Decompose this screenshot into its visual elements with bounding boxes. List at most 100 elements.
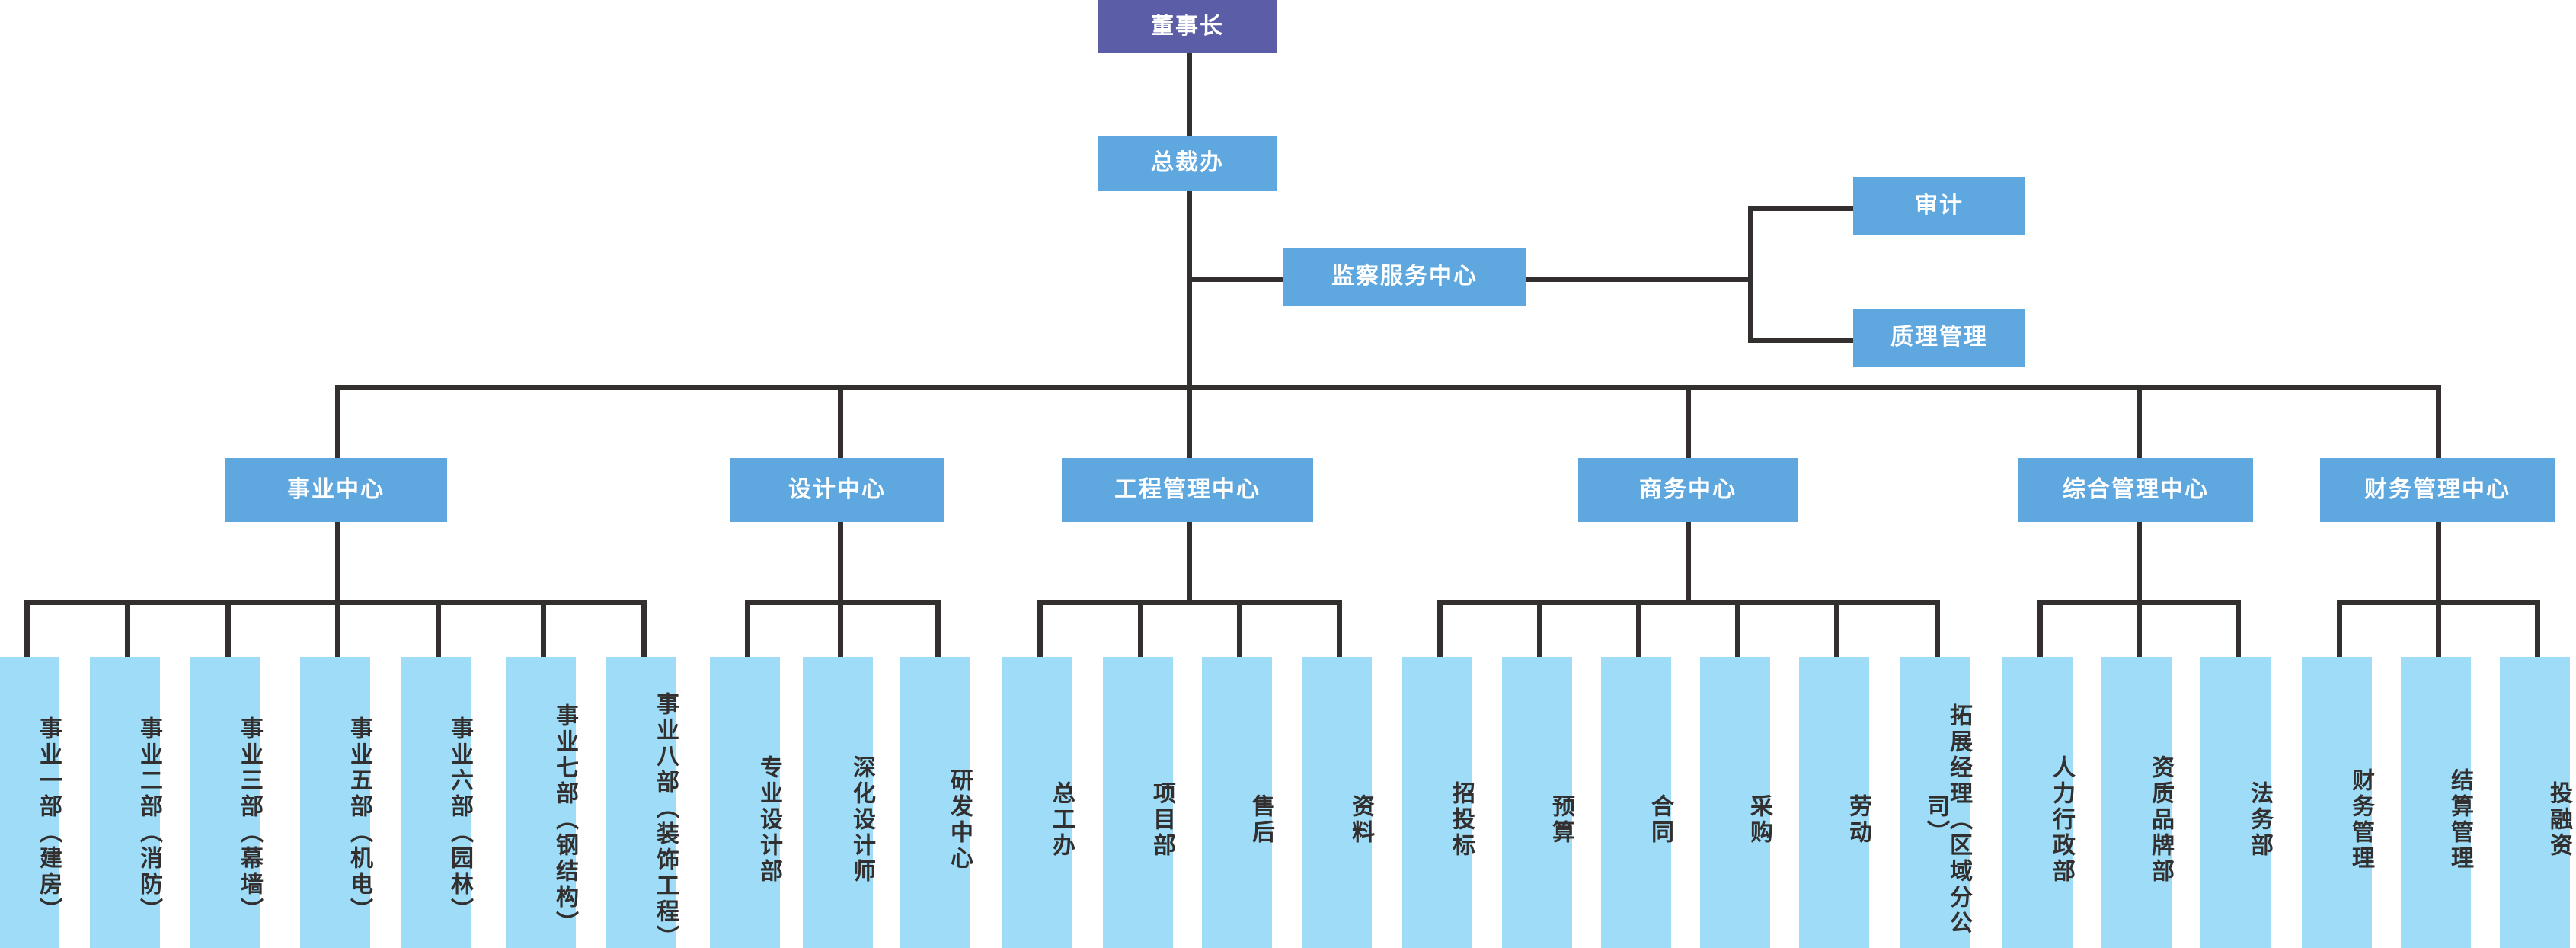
node-leaf-label: 劳动: [1846, 794, 1871, 846]
connector-drop-leaf-9: [935, 600, 941, 661]
node-leaf-label: 事业一部（建房）: [36, 716, 61, 924]
connector-drop-leaf-1: [125, 600, 130, 661]
connector-drop-center-0: [335, 385, 340, 460]
connector-drop-leaf-2: [225, 600, 231, 661]
node-center-business-label: 事业中心: [287, 476, 385, 502]
node-leaf-business-dept-1[interactable]: 事业一部（建房）: [0, 657, 61, 948]
node-leaf-label: 投融资: [2546, 781, 2571, 859]
connector-drop-leaf-17: [1735, 600, 1740, 661]
node-leaf-label: 事业七部（钢结构）: [552, 703, 577, 937]
node-center-business[interactable]: 事业中心: [225, 458, 447, 522]
connector-root-to-president: [1187, 52, 1192, 137]
node-leaf-label: 拓展经理（区域分公司）: [1923, 703, 1971, 937]
connector-drop-leaf-3: [335, 600, 340, 661]
node-leaf-chief-engineer-office[interactable]: 总工办: [1002, 657, 1074, 948]
node-quality-management[interactable]: 质理管理: [1853, 309, 2025, 367]
connector-drop-leaf-23: [2337, 600, 2342, 661]
node-center-engineering[interactable]: 工程管理中心: [1062, 458, 1313, 522]
connector-center-bus: [335, 385, 2441, 390]
connector-drop-leaf-0: [24, 600, 30, 661]
node-leaf-business-dept-3[interactable]: 事业三部（幕墙）: [190, 657, 262, 948]
node-leaf-financial-management[interactable]: 财务管理: [2302, 657, 2373, 948]
node-leaf-label: 资质品牌部: [2148, 755, 2173, 885]
node-leaf-professional-design[interactable]: 专业设计部: [710, 657, 781, 948]
connector-drop-leaf-8: [838, 600, 843, 661]
connector-drop-leaf-20: [2037, 600, 2043, 661]
node-leaf-labor[interactable]: 劳动: [1799, 657, 1871, 948]
node-leaf-project-dept[interactable]: 项目部: [1103, 657, 1175, 948]
node-leaf-label: 合同: [1648, 794, 1673, 846]
node-leaf-investment-financing[interactable]: 投融资: [2500, 657, 2571, 948]
node-leaf-label: 事业六部（园林）: [447, 716, 472, 924]
connector-drop-leaf-4: [436, 600, 441, 661]
node-leaf-business-dept-6[interactable]: 事业六部（园林）: [401, 657, 472, 948]
node-leaf-business-dept-8[interactable]: 事业八部（装饰工程）: [606, 657, 678, 948]
node-leaf-hr-admin[interactable]: 人力行政部: [2002, 657, 2074, 948]
node-leaf-budget[interactable]: 预算: [1502, 657, 1574, 948]
node-leaf-label: 采购: [1747, 794, 1772, 846]
node-leaf-after-sales[interactable]: 售后: [1202, 657, 1274, 948]
node-president-office-label: 总裁办: [1151, 149, 1224, 175]
node-center-general-management[interactable]: 综合管理中心: [2018, 458, 2253, 522]
node-supervision-center[interactable]: 监察服务中心: [1283, 248, 1526, 306]
node-leaf-settlement-management[interactable]: 结算管理: [2401, 657, 2472, 948]
node-leaf-legal-dept[interactable]: 法务部: [2200, 657, 2272, 948]
connector-supervision-bracket: [1748, 206, 1753, 343]
node-leaf-label: 专业设计部: [756, 755, 781, 885]
node-leaf-contract[interactable]: 合同: [1601, 657, 1673, 948]
connector-drop-center-4: [2137, 385, 2142, 460]
node-leaf-qualification-brand[interactable]: 资质品牌部: [2101, 657, 2173, 948]
node-leaf-label: 结算管理: [2447, 768, 2472, 872]
node-leaf-bidding[interactable]: 招投标: [1402, 657, 1474, 948]
connector-to-audit: [1748, 206, 1855, 211]
connector-drop-leaf-5: [541, 600, 546, 661]
node-leaf-label: 招投标: [1449, 781, 1474, 859]
node-leaf-expansion-manager[interactable]: 拓展经理（区域分公司）: [1900, 657, 1971, 948]
connector-bus-group-2: [1037, 600, 1337, 605]
connector-bus-group-0: [24, 600, 641, 605]
node-center-commerce-label: 商务中心: [1639, 476, 1737, 502]
node-leaf-documents[interactable]: 资料: [1302, 657, 1373, 948]
connector-drop-leaf-18: [1834, 600, 1839, 661]
node-chairman-label: 董事长: [1151, 13, 1224, 39]
connector-bus-group-3: [1437, 600, 1935, 605]
node-center-design-label: 设计中心: [788, 476, 886, 502]
node-leaf-detail-designer[interactable]: 深化设计师: [803, 657, 874, 948]
node-leaf-business-dept-7[interactable]: 事业七部（钢结构）: [506, 657, 577, 948]
node-leaf-label: 售后: [1248, 794, 1274, 846]
connector-drop-leaf-22: [2236, 600, 2241, 661]
node-supervision-center-label: 监察服务中心: [1331, 263, 1478, 289]
node-center-finance-label: 财务管理中心: [2364, 476, 2510, 502]
node-leaf-label: 项目部: [1149, 781, 1175, 859]
node-leaf-label: 深化设计师: [849, 755, 874, 885]
node-leaf-business-dept-2[interactable]: 事业二部（消防）: [90, 657, 161, 948]
connector-to-quality: [1748, 338, 1855, 343]
connector-drop-center-3: [1686, 385, 1691, 460]
node-leaf-label: 研发中心: [947, 768, 972, 872]
connector-supervision-right: [1525, 277, 1753, 282]
node-chairman[interactable]: 董事长: [1098, 0, 1277, 53]
connector-drop-leaf-12: [1237, 600, 1242, 661]
connector-drop-leaf-6: [641, 600, 647, 661]
node-leaf-procurement[interactable]: 采购: [1700, 657, 1772, 948]
node-audit[interactable]: 审计: [1853, 177, 2025, 235]
node-leaf-rnd-center[interactable]: 研发中心: [900, 657, 972, 948]
node-center-engineering-label: 工程管理中心: [1114, 476, 1261, 502]
connector-supervision-left: [1187, 277, 1284, 282]
node-center-design[interactable]: 设计中心: [730, 458, 944, 522]
connector-stem-group-2: [1187, 520, 1192, 604]
node-center-commerce[interactable]: 商务中心: [1578, 458, 1798, 522]
connector-stem-group-1: [838, 520, 843, 604]
node-quality-management-label: 质理管理: [1890, 324, 1988, 350]
node-center-finance[interactable]: 财务管理中心: [2320, 458, 2555, 522]
connector-drop-leaf-25: [2535, 600, 2540, 661]
node-leaf-business-dept-5[interactable]: 事业五部（机电）: [300, 657, 372, 948]
node-leaf-label: 事业五部（机电）: [347, 716, 372, 924]
connector-stem-group-5: [2436, 520, 2441, 604]
connector-drop-leaf-13: [1337, 600, 1342, 661]
node-president-office[interactable]: 总裁办: [1098, 136, 1277, 191]
node-leaf-label: 事业八部（装饰工程）: [653, 692, 678, 948]
connector-drop-center-2: [1187, 385, 1192, 460]
connector-drop-leaf-15: [1537, 600, 1542, 661]
node-leaf-label: 事业二部（消防）: [136, 716, 161, 924]
